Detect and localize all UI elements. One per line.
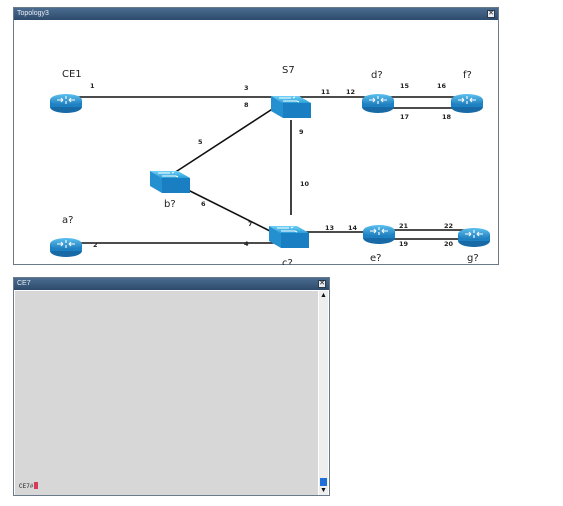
port-12: 12: [346, 88, 355, 96]
topology-window: Topology3 ✕: [13, 7, 499, 265]
port-16: 16: [437, 82, 447, 90]
port-5: 5: [198, 138, 203, 146]
topology-diagram: CE1 S7 d? f? b? a? c? e? g? 1 3 8 11 12 …: [49, 65, 491, 265]
prompt-text: CE7#: [19, 483, 34, 490]
label-f: f?: [463, 70, 472, 81]
terminal-area[interactable]: CE7#: [15, 291, 318, 495]
port-10: 10: [300, 180, 310, 188]
port-15: 15: [400, 82, 410, 90]
port-14: 14: [348, 224, 358, 232]
ce7-title: CE7: [17, 280, 31, 287]
router-g-icon[interactable]: [457, 227, 491, 248]
port-11: 11: [321, 88, 331, 96]
label-ce1: CE1: [62, 69, 82, 80]
scroll-up-icon[interactable]: ▲: [320, 292, 327, 299]
port-8: 8: [244, 101, 249, 109]
port-13: 13: [325, 224, 334, 232]
scroll-down-icon[interactable]: ▼: [320, 487, 327, 494]
port-2: 2: [93, 241, 98, 249]
port-4: 4: [244, 240, 249, 248]
router-ce1-icon[interactable]: [49, 93, 83, 114]
port-labels: 1 3 8 11 12 15 16 17 18 5 9 6 10 7 13 14…: [90, 82, 454, 249]
router-a-icon[interactable]: [49, 237, 83, 258]
close-icon[interactable]: ✕: [318, 280, 326, 288]
switch-c-icon[interactable]: [268, 225, 310, 249]
label-e: e?: [370, 253, 381, 264]
port-17: 17: [400, 113, 409, 121]
router-e-icon[interactable]: [362, 224, 396, 245]
text-cursor: [34, 482, 39, 489]
port-6: 6: [201, 200, 206, 208]
label-a: a?: [62, 215, 73, 226]
ce7-titlebar[interactable]: CE7 ✕: [14, 278, 329, 290]
ce7-console-window: CE7 ✕ CE7# ▲ ▼: [13, 277, 330, 496]
label-b: b?: [164, 199, 176, 210]
label-c: c?: [282, 258, 293, 265]
port-9: 9: [299, 128, 304, 136]
port-3: 3: [244, 84, 249, 92]
port-22: 22: [444, 222, 453, 230]
port-19: 19: [399, 240, 409, 248]
port-21: 21: [399, 222, 409, 230]
label-d: d?: [371, 70, 383, 81]
label-g: g?: [467, 253, 479, 264]
node-labels: CE1 S7 d? f? b? a? c? e? g?: [62, 65, 479, 265]
router-d-icon[interactable]: [361, 93, 395, 114]
link-b-c: [173, 182, 275, 234]
switch-s7-icon[interactable]: [270, 95, 312, 119]
command-prompt[interactable]: CE7#: [19, 482, 39, 490]
scroll-thumb[interactable]: [320, 478, 327, 486]
router-f-icon[interactable]: [450, 93, 484, 114]
topology-title: Topology3: [17, 10, 49, 17]
port-7: 7: [248, 220, 253, 228]
port-20: 20: [444, 240, 454, 248]
link-s7-b: [173, 105, 278, 174]
port-1: 1: [90, 82, 95, 90]
vertical-scrollbar[interactable]: ▲ ▼: [319, 291, 328, 495]
label-s7: S7: [282, 65, 295, 76]
close-icon[interactable]: ✕: [487, 10, 495, 18]
topology-titlebar[interactable]: Topology3 ✕: [14, 8, 498, 20]
switch-b-icon[interactable]: [149, 170, 191, 194]
port-18: 18: [442, 113, 452, 121]
